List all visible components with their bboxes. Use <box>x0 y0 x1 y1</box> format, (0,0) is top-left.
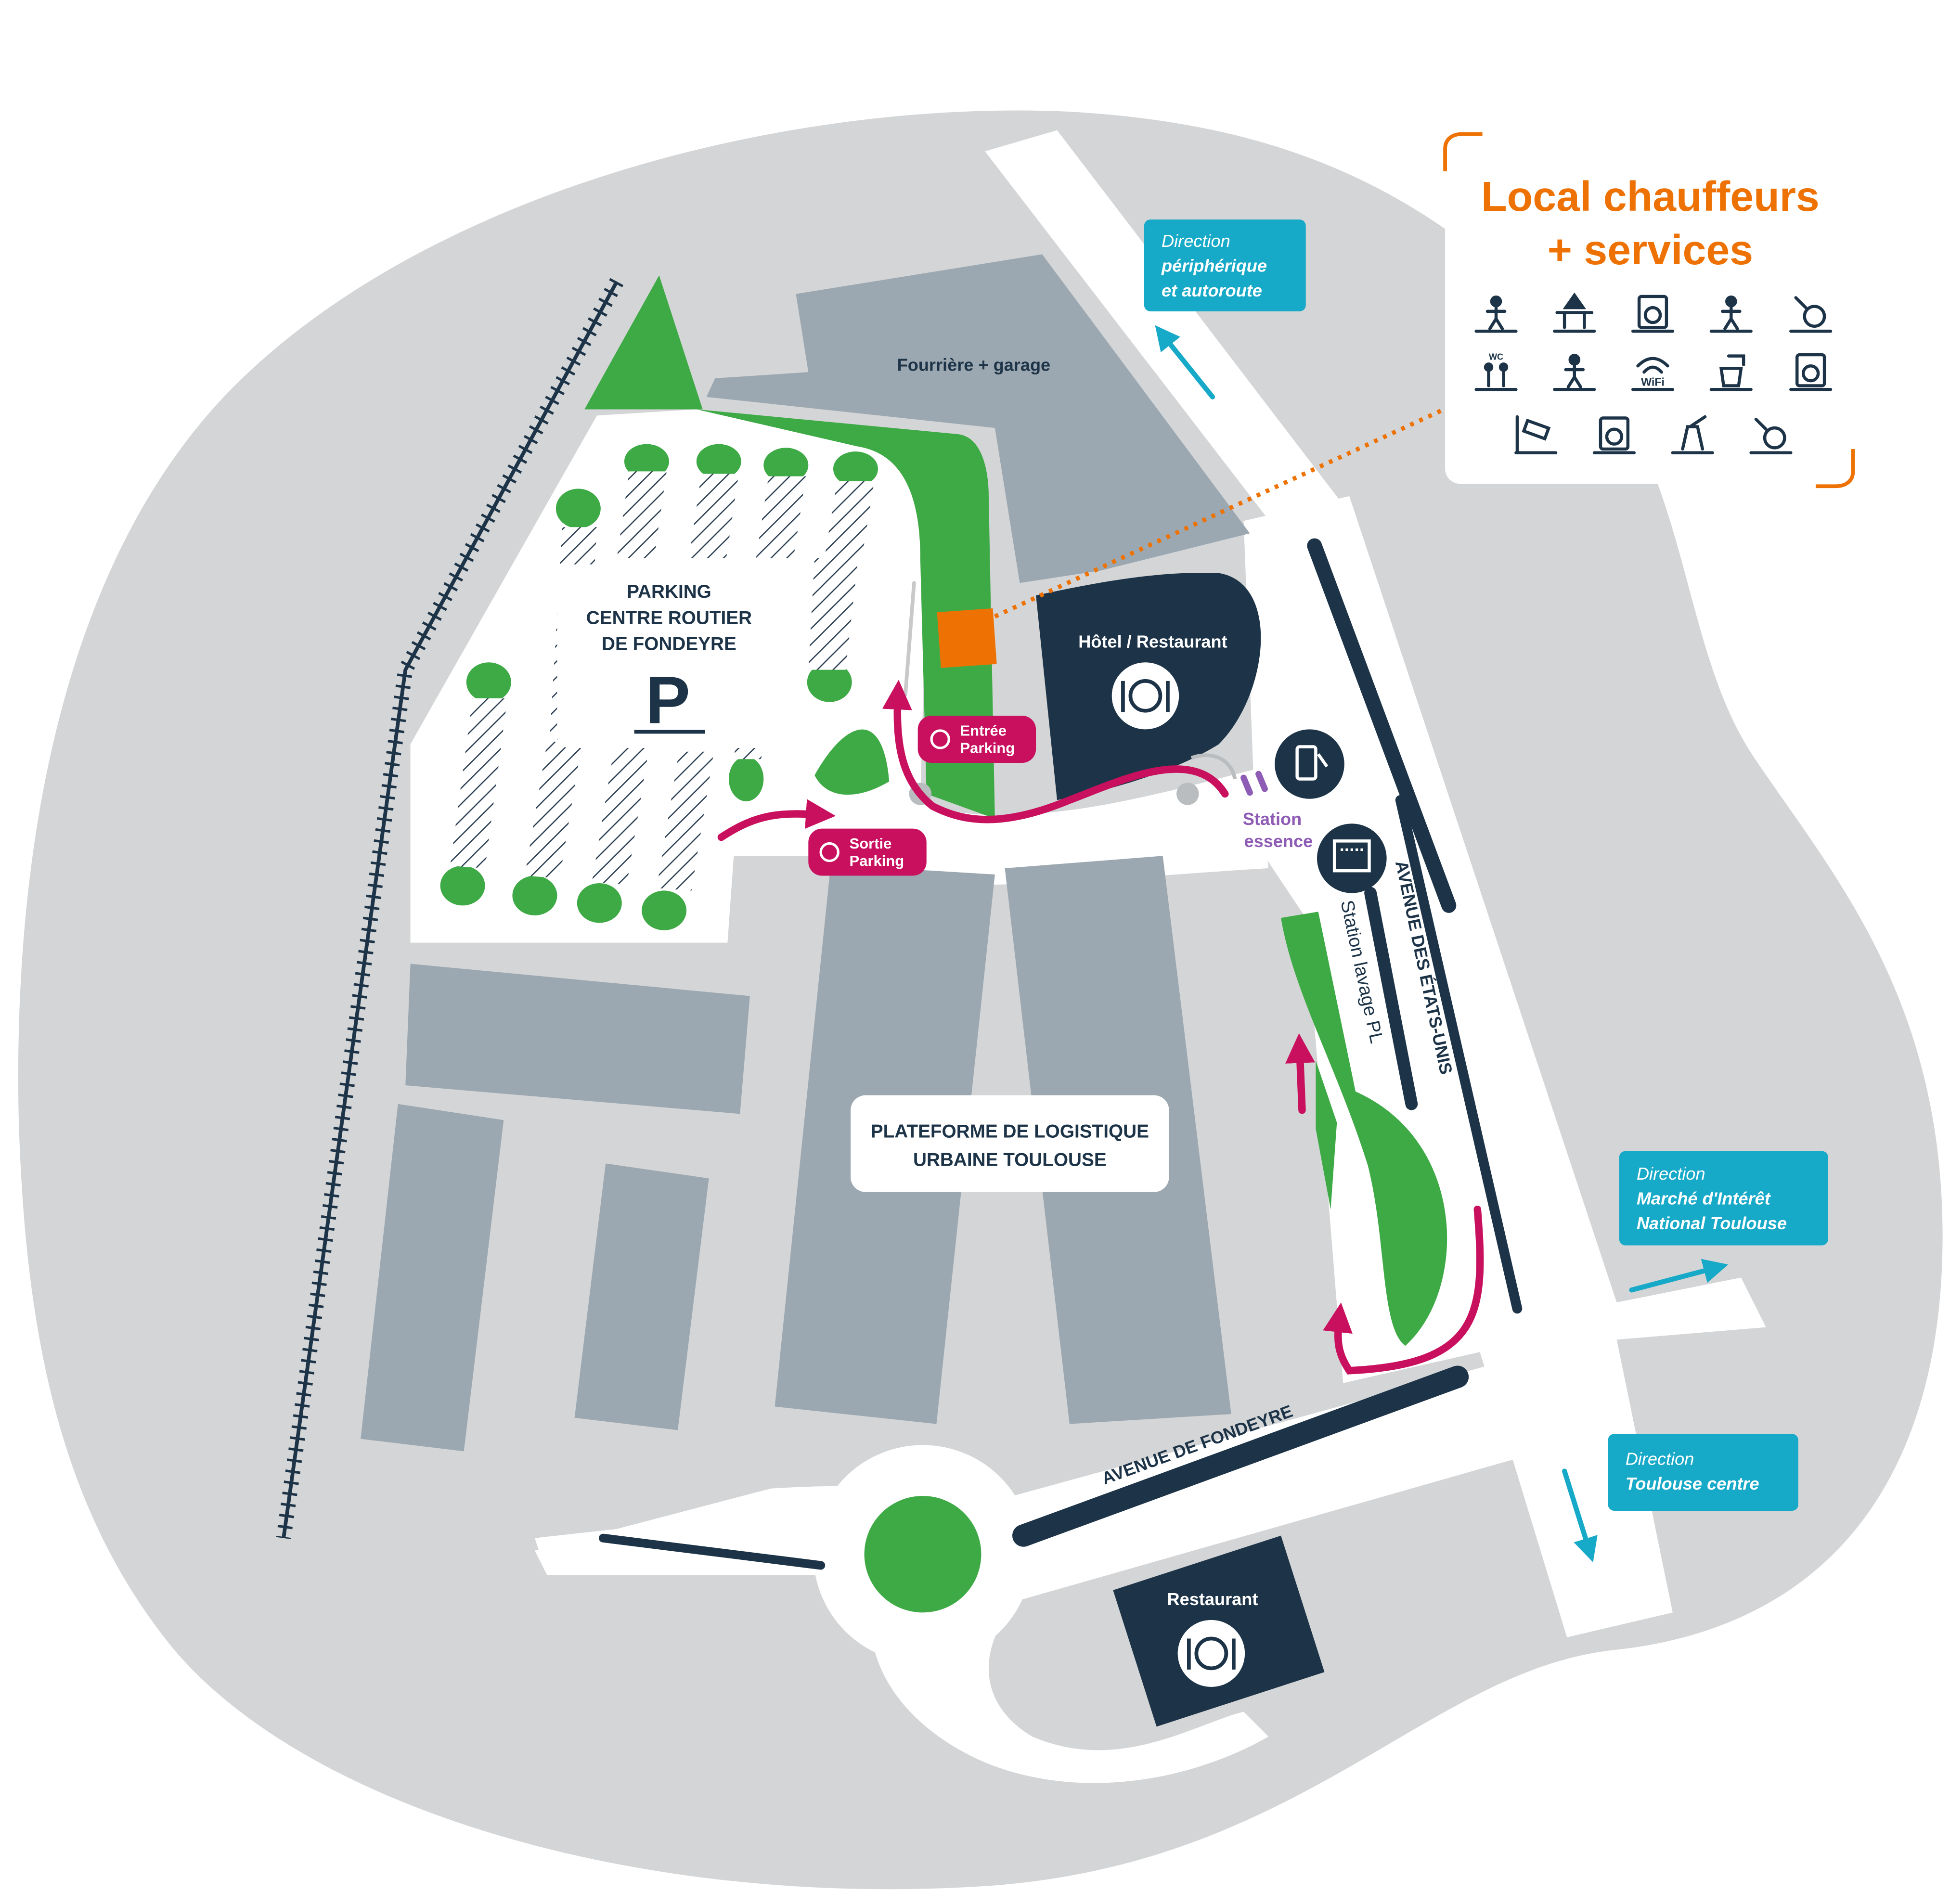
service-icons: WC WiFi <box>1474 292 1833 454</box>
plateforme-label: PLATEFORME DE LOGISTIQUE URBAINE TOULOUS… <box>851 1095 1169 1192</box>
direction-peripherique-line2: et autoroute <box>1162 281 1262 300</box>
sortie-parking-badge[interactable]: Sortie Parking <box>808 828 927 876</box>
direction-peripherique-line1: périphérique <box>1161 256 1267 275</box>
fuel-station-marker[interactable] <box>1275 729 1344 799</box>
arrow-marche <box>1629 1259 1729 1293</box>
direction-peripherique-prefix: Direction <box>1162 231 1230 251</box>
sortie-icon <box>819 842 839 862</box>
direction-centre[interactable]: Direction Toulouse centre <box>1608 1434 1798 1511</box>
direction-marche-line1: Marché d'Intérêt <box>1637 1189 1771 1209</box>
arrow-peripherique <box>1155 325 1215 399</box>
washing-machine-icon <box>1592 416 1636 454</box>
direction-centre-line1: Toulouse centre <box>1626 1474 1759 1493</box>
route-entry <box>882 680 1229 823</box>
fourriere-label: Fourrière + garage <box>897 355 1050 375</box>
direction-peripherique[interactable]: Direction périphérique et autoroute <box>1144 219 1306 311</box>
shower-icon <box>1474 296 1518 333</box>
panel-corner-top-left <box>1443 132 1483 171</box>
entree-line1: Entrée <box>960 722 1006 739</box>
railway <box>276 278 624 1539</box>
green-areas <box>440 275 1447 1613</box>
restaurant-icon <box>1177 1620 1245 1687</box>
gym-icon <box>1709 296 1753 333</box>
direction-centre-prefix: Direction <box>1626 1449 1694 1469</box>
routes <box>717 680 1484 1375</box>
building-fourriere <box>706 254 1250 583</box>
parking-label: PARKING CENTRE ROUTIER DE FONDEYRE P <box>557 564 779 748</box>
direction-marche-line2: National Toulouse <box>1637 1213 1787 1233</box>
panel-corner-bottom-right <box>1815 449 1855 489</box>
direction-marche[interactable]: Direction Marché d'Intérêt National Toul… <box>1619 1151 1828 1246</box>
rest-area-icon <box>1553 354 1596 391</box>
hotel-restaurant-icon <box>1111 662 1179 730</box>
fuel-signal-icon <box>1240 771 1268 796</box>
route-lane <box>1285 1033 1316 1114</box>
parking-symbol: P <box>646 663 690 738</box>
building-west-3 <box>574 1163 709 1430</box>
svg-text:WiFi: WiFi <box>1641 376 1665 388</box>
services-title-line1: Local chauffeurs <box>1481 173 1820 220</box>
road-markings <box>598 538 1523 1570</box>
plateforme-line1: PLATEFORME DE LOGISTIQUE <box>871 1121 1149 1142</box>
sortie-line2: Parking <box>850 852 904 869</box>
entree-line2: Parking <box>960 739 1015 756</box>
station-essence-line2: essence <box>1244 831 1313 851</box>
petanque-icon <box>1789 296 1833 333</box>
parking-title-line2: CENTRE ROUTIER <box>586 607 752 628</box>
recycling-bin-icon <box>1749 417 1793 454</box>
entree-parking-badge[interactable]: Entrée Parking <box>917 716 1036 763</box>
services-panel: Local chauffeurs + services WC WiFi <box>1443 132 1856 489</box>
direction-marche-prefix: Direction <box>1637 1164 1705 1184</box>
arrow-centre <box>1562 1468 1598 1563</box>
vending-machine-icon <box>1631 295 1675 333</box>
picnic-table-icon <box>1553 292 1596 333</box>
hotel-label: Hôtel / Restaurant <box>1078 631 1227 651</box>
sortie-line1: Sortie <box>850 835 892 852</box>
route-exit <box>717 799 836 841</box>
green-roundabout <box>864 1496 981 1613</box>
toilets-icon: WC <box>1474 352 1518 391</box>
water-tap-icon <box>1709 354 1753 391</box>
route-east-south <box>1323 1206 1484 1375</box>
entree-icon <box>930 729 950 749</box>
local-chauffeurs-marker[interactable] <box>937 608 997 668</box>
building-west-1 <box>405 964 750 1114</box>
direction-arrows <box>1155 325 1729 1563</box>
station-essence-line1: Station <box>1243 809 1302 829</box>
building-west-2 <box>361 1104 504 1452</box>
truck-wash-marker[interactable] <box>1317 823 1387 893</box>
cleaning-icon <box>1671 415 1714 454</box>
restaurant-label: Restaurant <box>1167 1589 1258 1609</box>
green-lane-east <box>1281 912 1447 1346</box>
parking-title-line3: DE FONDEYRE <box>602 633 736 654</box>
parking-title-line1: PARKING <box>627 581 711 602</box>
green-sliver <box>1316 1060 1337 1209</box>
plateforme-line2: URBAINE TOULOUSE <box>913 1150 1107 1171</box>
truck-wash-icon <box>1332 839 1371 873</box>
wifi-icon: WiFi <box>1631 357 1675 391</box>
fuel-pump-icon <box>1295 745 1317 781</box>
fuel-arc <box>1190 753 1237 780</box>
green-triangle-north <box>584 275 703 410</box>
svg-text:WC: WC <box>1489 352 1503 361</box>
coffee-machine-icon <box>1789 353 1833 391</box>
services-title-line2: + services <box>1548 226 1753 273</box>
roundabout-dot-east <box>1176 783 1199 805</box>
green-strip-east-parking <box>696 409 995 819</box>
cctv-camera-icon <box>1514 415 1558 454</box>
